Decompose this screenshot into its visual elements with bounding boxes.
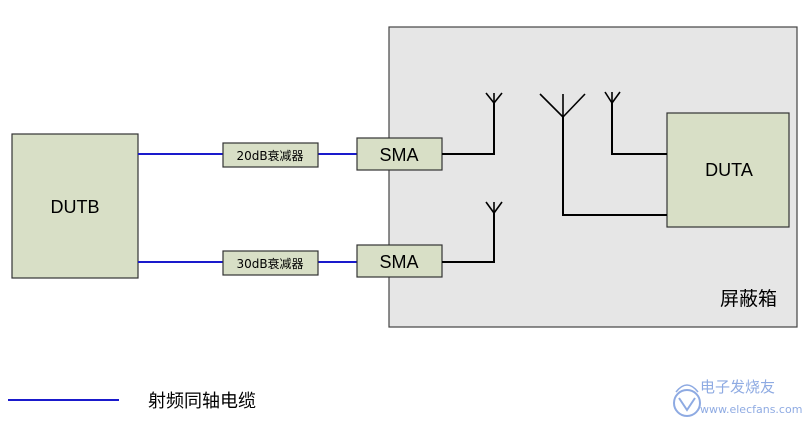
dutb-box xyxy=(11,133,139,279)
antenna-icon-duta-small xyxy=(604,91,621,104)
attenuator-30db-label: 30dB衰减器 xyxy=(236,256,303,271)
dutb-label: DUTB xyxy=(51,197,100,217)
legend-coax-label: 射频同轴电缆 xyxy=(148,391,256,412)
watermark-line1: 电子发烧友 xyxy=(700,378,775,396)
wire-duta-small-antenna xyxy=(611,103,667,155)
sma-connector-bottom-label: SMA xyxy=(379,252,418,272)
duta-box xyxy=(666,112,790,228)
wire-sma-top-antenna xyxy=(442,103,495,155)
antenna-icon-sma-bottom xyxy=(485,201,503,214)
sma-connector-top xyxy=(356,137,443,171)
attenuator-30db xyxy=(222,250,319,276)
antenna-icon-duta-large xyxy=(539,93,586,118)
watermark-line2: www.elecfans.com xyxy=(700,403,802,416)
watermark: 电子发烧友 www.elecfans.com xyxy=(673,378,802,417)
attenuator-20db-label: 20dB衰减器 xyxy=(236,148,303,163)
antenna-icon-sma-top xyxy=(485,92,503,104)
wire-duta-large-antenna xyxy=(562,117,667,216)
elecfans-logo-icon xyxy=(673,384,701,417)
duta-label: DUTA xyxy=(705,160,753,180)
shield-box-label: 屏蔽箱 xyxy=(720,288,777,310)
wire-sma-bottom-antenna xyxy=(442,213,495,263)
attenuator-20db xyxy=(222,142,319,168)
sma-connector-top-label: SMA xyxy=(379,145,418,165)
